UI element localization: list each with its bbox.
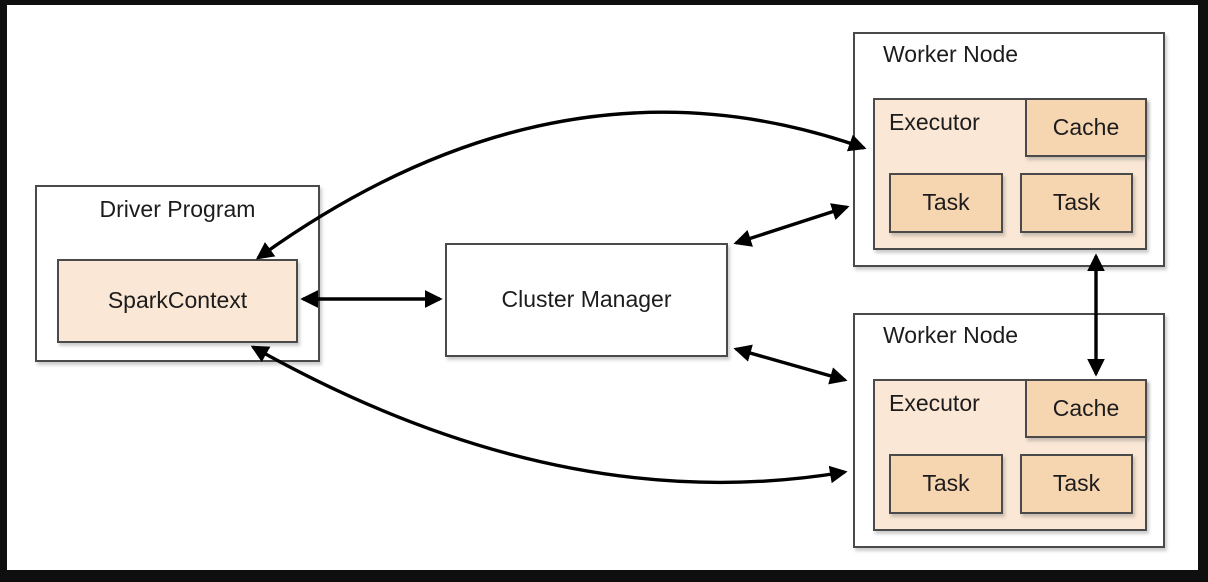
spark-context-box: SparkContext	[57, 259, 298, 343]
cluster-manager-label: Cluster Manager	[501, 286, 672, 313]
worker-1-task-2-box: Task	[1020, 173, 1133, 233]
worker-2-task-2-label: Task	[1052, 470, 1101, 497]
spark-context-label: SparkContext	[107, 287, 248, 314]
driver-program-label: Driver Program	[99, 196, 256, 222]
worker-node-1-label: Worker Node	[883, 41, 1019, 67]
worker-2-task-2-box: Task	[1020, 454, 1133, 514]
worker-1-executor-label: Executor	[889, 109, 980, 135]
worker-1-task-1-box: Task	[889, 173, 1003, 233]
worker-2-executor-label: Executor	[889, 390, 980, 416]
worker-2-cache-label: Cache	[1052, 394, 1120, 421]
worker-1-task-2-label: Task	[1052, 189, 1101, 216]
worker-1-cache-label: Cache	[1052, 113, 1120, 140]
worker-1-task-1-label: Task	[922, 189, 970, 216]
worker-2-task-1-label: Task	[922, 470, 970, 497]
cluster-manager-box: Cluster Manager	[445, 243, 728, 357]
worker-node-2-label: Worker Node	[883, 322, 1019, 348]
worker-1-cache-box: Cache	[1025, 98, 1147, 157]
worker-2-task-1-box: Task	[889, 454, 1003, 514]
worker-2-cache-box: Cache	[1025, 379, 1147, 438]
